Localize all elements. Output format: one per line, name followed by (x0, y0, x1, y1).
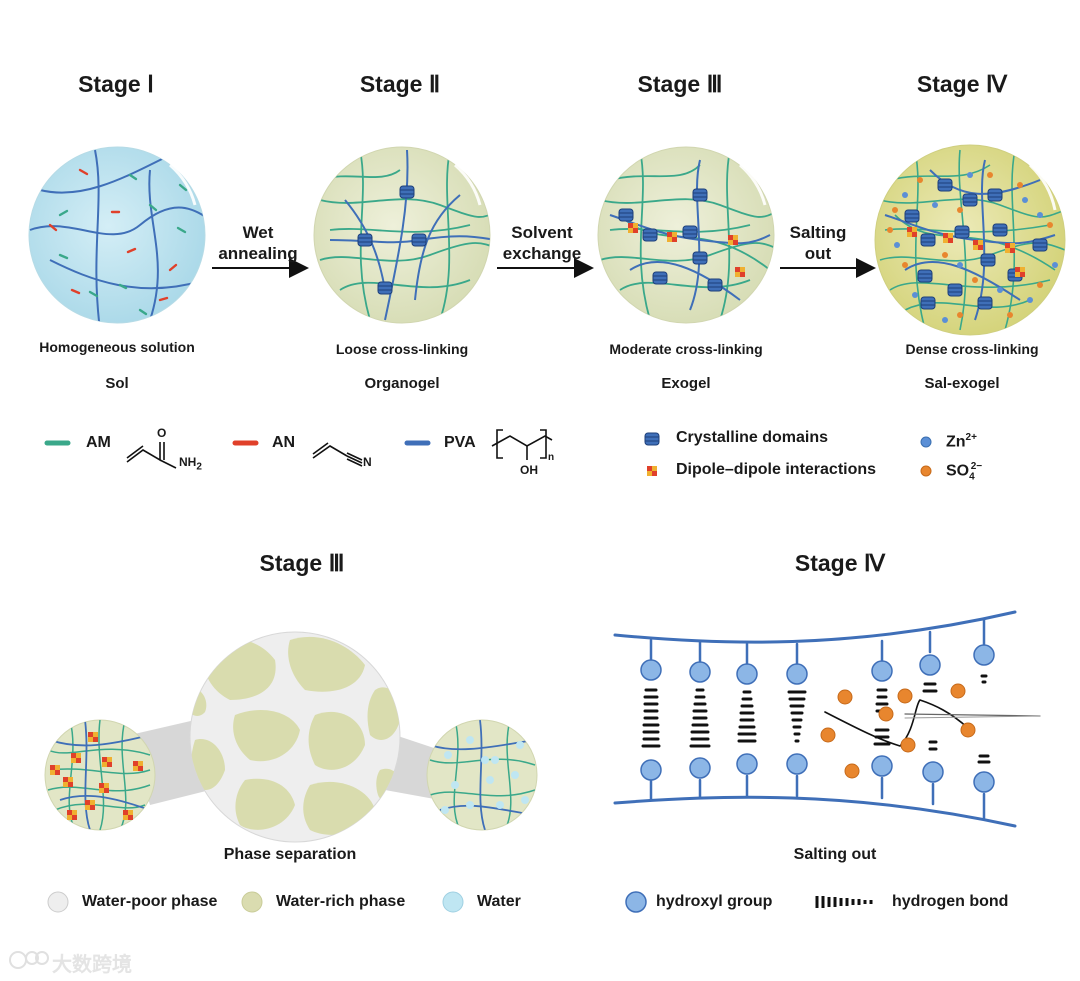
stage-4-title: Stage Ⅳ (916, 71, 1008, 97)
legend-hydroxyl: hydroxyl group (656, 893, 773, 910)
phase-separation-illustration (44, 631, 538, 843)
stage-2-organogel-circle (313, 146, 491, 324)
legend-am: AM (86, 434, 111, 451)
an-n-label: N (363, 455, 372, 469)
water-poor-swatch (47, 891, 69, 913)
hbond-3 (737, 690, 757, 743)
legend-dipole: Dipole–dipole interactions (676, 461, 877, 478)
stage-1-phase: Sol (105, 375, 129, 392)
legend-water-poor: Water-poor phase (82, 893, 218, 910)
salting-out-illustration (613, 610, 1041, 828)
stage-2-caption: Loose cross-linking (335, 341, 469, 357)
bottom-left-title: Stage Ⅲ (259, 550, 345, 576)
arrow-3-line1: Salting (789, 223, 847, 242)
pva-structure (491, 429, 553, 460)
stage-2-title: Stage Ⅱ (359, 71, 441, 97)
salting-out-caption: Salting out (793, 846, 877, 863)
water-swatch (442, 891, 464, 913)
stage-1-title: Stage Ⅰ (78, 71, 154, 97)
arrow-2-line2: exchange (502, 244, 582, 263)
arrow-2-line1: Solvent (511, 223, 573, 242)
stage-3-phase: Exogel (661, 375, 711, 392)
sulfate-ions (820, 683, 976, 779)
stage-1-sol-circle (28, 146, 206, 324)
hydrogen-bond-swatch (815, 896, 873, 908)
hbond-1 (641, 688, 661, 748)
am-nh2-label: NH2 (179, 455, 202, 473)
hbond-7 (977, 674, 991, 764)
legend-pva: PVA (444, 434, 476, 451)
legend-water-rich: Water-rich phase (276, 893, 406, 910)
arrow-3-line2: out (804, 244, 832, 263)
stage-3-caption: Moderate cross-linking (609, 341, 763, 357)
water-droplets (441, 736, 529, 814)
arrow-1-line2: annealing (218, 244, 298, 263)
so4-ions (887, 172, 1053, 318)
legend-zn: Zn2+ (946, 432, 977, 451)
an-structure (312, 442, 363, 467)
hydroxyl-swatch (625, 891, 647, 913)
legend-an: AN (272, 434, 296, 451)
stage-4-phase: Sal-exogel (924, 375, 1000, 392)
legend-crystalline: Crystalline domains (676, 429, 829, 446)
pva-oh-label: OH (520, 463, 538, 477)
hbond-6 (922, 682, 938, 751)
legend-hydrogen-bond: hydrogen bond (892, 893, 1009, 910)
arrow-1-label: Wet annealing (198, 222, 318, 264)
hbond-4 (787, 690, 807, 743)
legend-so4: SO42− (946, 461, 983, 483)
zn-ions (894, 172, 1058, 323)
arrow-1-line1: Wet (242, 223, 274, 242)
legend-symbols (44, 429, 932, 477)
arrow-2-label: Solvent exchange (482, 222, 602, 264)
stage-2-phase: Organogel (364, 375, 440, 392)
pva-n-label: n (548, 452, 555, 463)
watermark-logo-icon (9, 951, 49, 969)
am-an-monomers (48, 168, 188, 316)
am-structure (126, 442, 177, 469)
stage-1-caption: Homogeneous solution (39, 339, 195, 355)
stage-3-exogel-circle (597, 146, 775, 324)
water-rich-swatch (241, 891, 263, 913)
hbond-5 (873, 688, 891, 746)
phase-separation-caption: Phase separation (223, 846, 357, 863)
bottom-right-title: Stage Ⅳ (794, 550, 886, 576)
stage-3-title: Stage Ⅲ (637, 71, 723, 97)
stage-4-sal-exogel-circle (874, 144, 1066, 336)
legend-water: Water (477, 893, 521, 910)
hbond-2 (689, 688, 711, 748)
stage-4-caption: Dense cross-linking (905, 341, 1039, 357)
watermark-text: 大数跨境 (52, 952, 132, 976)
am-o-label: O (157, 426, 167, 440)
arrow-3-label: Salting out (758, 222, 878, 264)
